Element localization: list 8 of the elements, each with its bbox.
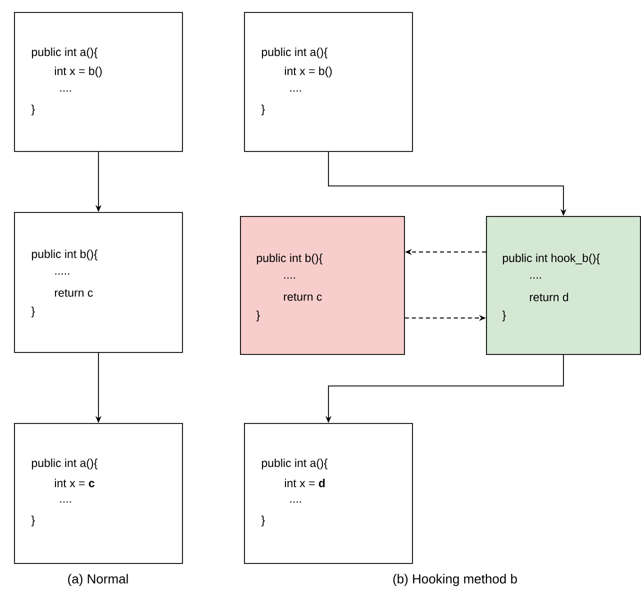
figure-caption: (b) Hooking method b [393,574,517,586]
code-box: public int hook_b(){ .... return d } [486,216,641,355]
code-box: public int a(){ int x = b() .... } [14,12,183,152]
code-box: public int b(){ ..... return c } [14,212,183,353]
code-box: public int a(){ int x = d .... } [244,423,413,564]
code-box: public int a(){ int x = b() .... } [244,12,413,152]
code-box: public int a(){ int x = c .... } [14,423,183,564]
code-box: public int b(){ .... return c } [240,216,405,355]
